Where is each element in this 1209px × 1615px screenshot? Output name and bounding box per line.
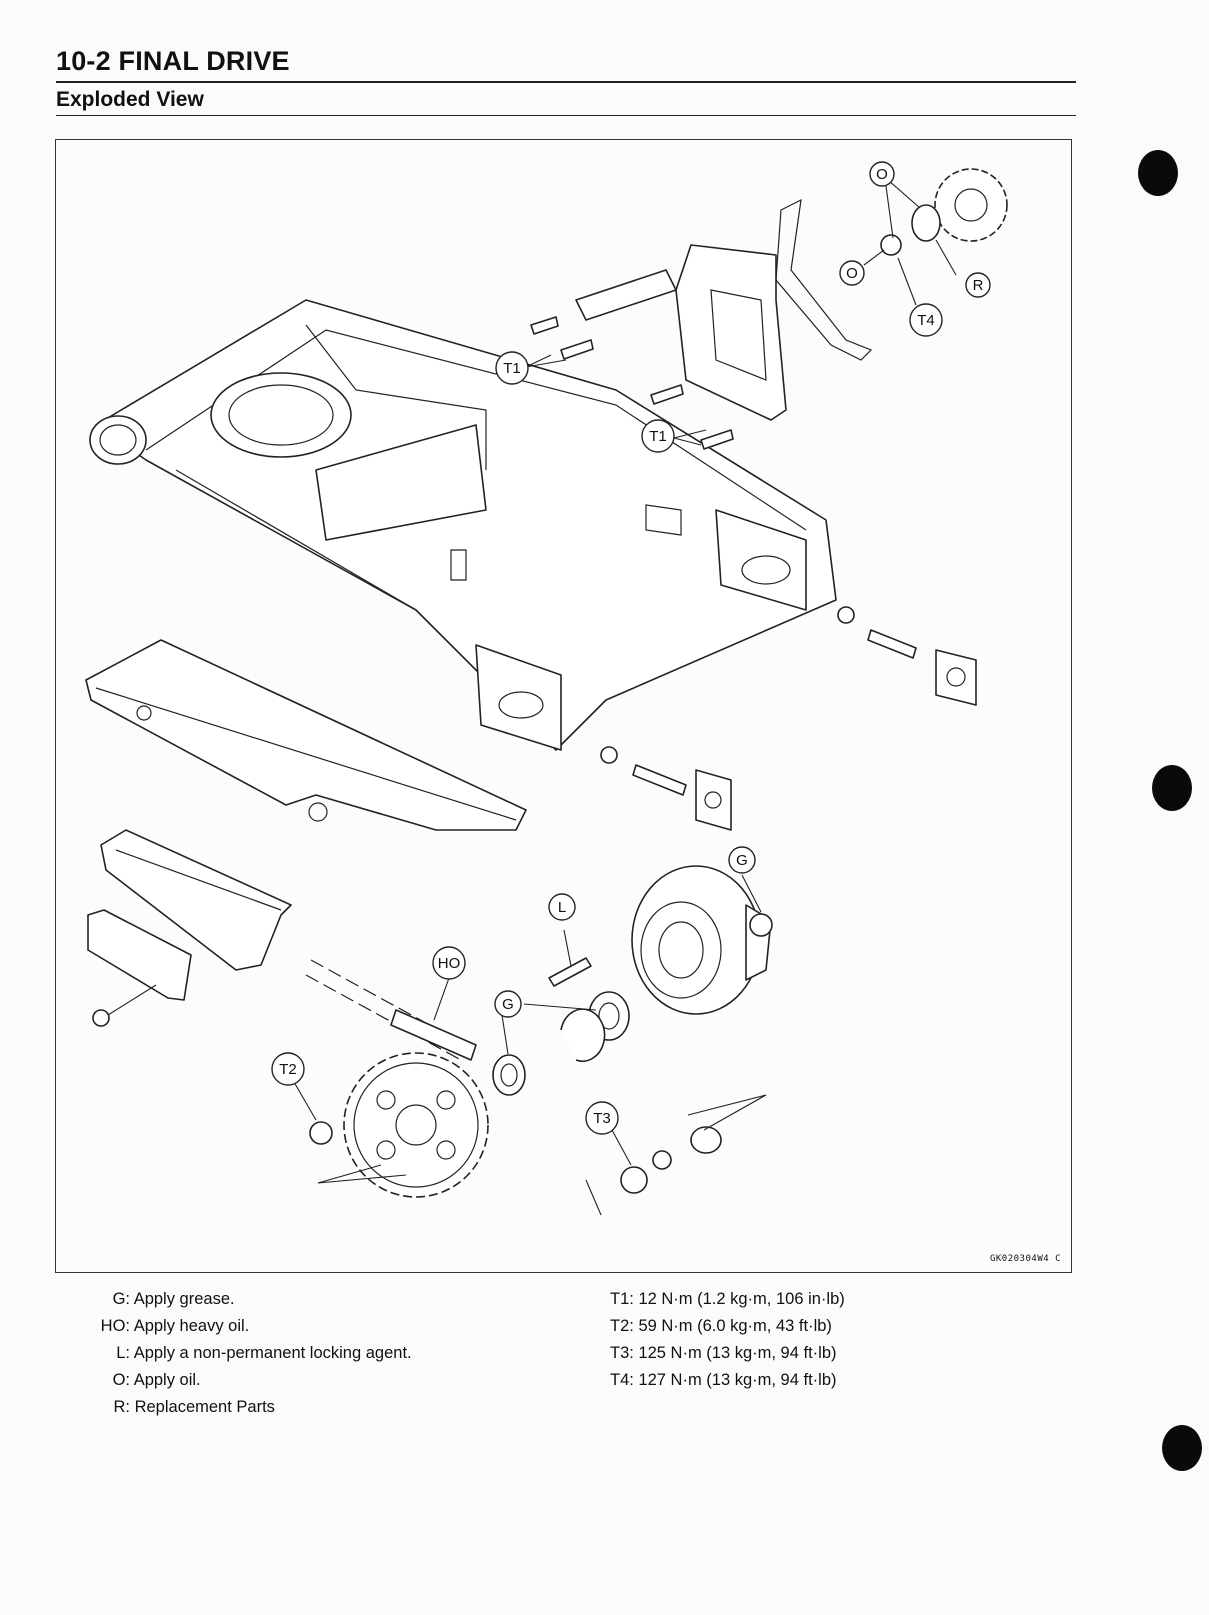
sprocket-nut-illustration xyxy=(309,1121,333,1145)
legend-item: T3: 125 N·m (13 kg·m, 94 ft·lb) xyxy=(610,1344,837,1362)
figure-code: GK020304W4 C xyxy=(989,1254,1061,1264)
svg-text:G: G xyxy=(736,852,748,869)
svg-text:T3: T3 xyxy=(593,1110,611,1127)
legend-item: T1: 12 N·m (1.2 kg·m, 106 in·lb) xyxy=(610,1290,845,1308)
legend-item: R: Replacement Parts xyxy=(113,1398,275,1416)
legend-item: G: Apply grease. xyxy=(112,1290,235,1308)
legend-item: L: Apply a non-permanent locking agent. xyxy=(116,1344,412,1362)
engine-sprocket-cover-illustration xyxy=(530,198,873,450)
section-title: 10-2 FINAL DRIVE xyxy=(56,46,290,76)
svg-text:G: G xyxy=(502,996,514,1013)
snap-ring-illustration xyxy=(560,1008,606,1062)
callout-grease-bearing: G xyxy=(494,990,522,1018)
svg-text:T4: T4 xyxy=(917,312,935,329)
callout-grease-hub: G xyxy=(728,846,756,874)
exploded-view-drawing: O O R T4 T1 T1 G L xyxy=(85,161,1008,1216)
chain-guard-illustration xyxy=(85,639,527,831)
svg-text:HO: HO xyxy=(438,955,461,972)
callout-torque-t1-lower: T1 xyxy=(641,419,675,453)
callout-torque-t4: T4 xyxy=(909,303,943,337)
engine-sprocket-nut-illustration xyxy=(880,234,902,256)
grease-seal-illustration xyxy=(492,1054,526,1096)
svg-text:T1: T1 xyxy=(649,428,667,445)
callout-torque-t2: T2 xyxy=(271,1052,305,1086)
binder-hole xyxy=(1162,1425,1202,1471)
callout-replacement-part: R xyxy=(965,272,991,298)
chain-slipper-illustration xyxy=(100,829,292,971)
chain-adjuster-illustration xyxy=(600,606,977,831)
swingarm-illustration xyxy=(89,299,837,751)
coupling-stud-illustration xyxy=(548,957,592,987)
drive-chain-illustration xyxy=(305,959,477,1061)
callout-oil-lower: O xyxy=(839,260,865,286)
legend-item: T2: 59 N·m (6.0 kg·m, 43 ft·lb) xyxy=(610,1317,832,1335)
callout-leaders xyxy=(293,179,957,1166)
lock-washer-illustration xyxy=(911,204,941,242)
svg-text:L: L xyxy=(558,899,566,916)
legend-torque: T1: 12 N·m (1.2 kg·m, 106 in·lb) T2: 59 … xyxy=(610,1286,845,1394)
svg-text:R: R xyxy=(973,277,984,294)
binder-hole xyxy=(1152,765,1192,811)
legend-item: O: Apply oil. xyxy=(112,1371,201,1389)
chain-slipper-bracket-illustration xyxy=(87,909,192,1027)
callout-locking-agent: L xyxy=(548,893,576,921)
callout-torque-t1-upper: T1 xyxy=(495,351,529,385)
axle-leader-line xyxy=(703,1094,767,1131)
subsection-title: Exploded View xyxy=(56,88,204,111)
hub-bushing-illustration xyxy=(749,913,773,937)
callout-oil-upper: O xyxy=(869,161,895,187)
axle-leader-line xyxy=(687,1094,767,1116)
exploded-view-figure: O O R T4 T1 T1 G L xyxy=(55,139,1072,1273)
svg-text:O: O xyxy=(846,265,858,282)
coupling-hub-illustration xyxy=(631,865,772,1015)
callout-torque-t3: T3 xyxy=(585,1101,619,1135)
axle-nut-and-pin-illustration xyxy=(585,1126,722,1216)
rear-sprocket-illustration xyxy=(317,1052,489,1198)
svg-text:T1: T1 xyxy=(503,360,521,377)
svg-text:T2: T2 xyxy=(279,1061,297,1078)
legend-item: HO: Apply heavy oil. xyxy=(100,1317,250,1335)
callout-heavy-oil: HO xyxy=(432,946,466,980)
svg-text:O: O xyxy=(876,166,888,183)
legend-lubrication: G: Apply grease. HO: Apply heavy oil. L:… xyxy=(90,1286,412,1421)
subheader-rule xyxy=(56,115,1076,116)
engine-sprocket-illustration xyxy=(934,168,1008,242)
header-rule xyxy=(56,81,1076,83)
legend-item: T4: 127 N·m (13 kg·m, 94 ft·lb) xyxy=(610,1371,837,1389)
binder-hole xyxy=(1138,150,1178,196)
